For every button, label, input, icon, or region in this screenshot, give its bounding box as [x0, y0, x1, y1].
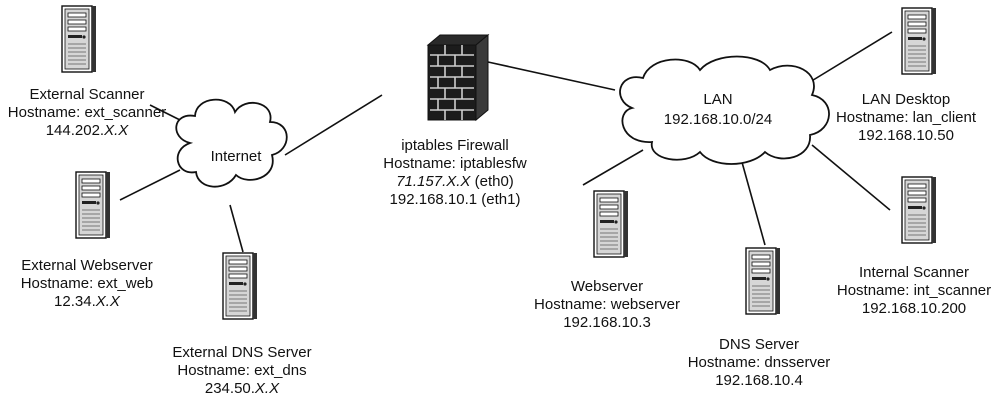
firewall-ext-ip-prefix: 71.157.	[396, 173, 447, 190]
internal-scanner-title: Internal Scanner	[858, 264, 970, 281]
link-lan-intscanner	[811, 144, 891, 211]
external-webserver-node: External Webserver Hostname: ext_web 12.…	[21, 257, 154, 311]
ext-scanner-server-icon	[61, 5, 97, 73]
external-webserver-ip-prefix: 12.34.	[54, 293, 96, 310]
link-internet-firewall	[284, 94, 383, 156]
external-scanner-ip-prefix: 144.202.	[45, 122, 105, 139]
link-webserver-internet	[119, 169, 181, 201]
lan-cloud-icon	[619, 55, 830, 165]
external-scanner-hostname: Hostname: ext_scanner	[7, 104, 167, 121]
external-scanner-title: External Scanner	[29, 86, 145, 103]
external-dns-ip-suffix: X.X	[254, 380, 280, 397]
dns-server-title: DNS Server	[718, 336, 800, 353]
firewall-title: iptables Firewall	[401, 137, 509, 154]
internal-scanner-ip: 192.168.10.200	[861, 300, 967, 317]
firewall-ext-if: (eth0)	[470, 173, 514, 190]
lan-cloud-text: LAN 192.168.10.0/24	[664, 90, 772, 130]
internal-scanner-hostname: Hostname: int_scanner	[836, 282, 992, 299]
dns-server-server-icon	[745, 247, 781, 315]
link-lan-dns	[739, 154, 766, 246]
firewall-ext-ip-suffix: X.X	[446, 173, 471, 190]
lan-label: LAN	[703, 91, 733, 108]
lan-desktop-title: LAN Desktop	[861, 91, 951, 108]
external-dns-node: External DNS Server Hostname: ext_dns 23…	[172, 344, 311, 398]
link-lan-webserver	[582, 149, 644, 186]
link-dns-internet	[229, 204, 244, 253]
external-webserver-title: External Webserver	[21, 257, 153, 274]
webserver-title: Webserver	[570, 278, 644, 295]
lan-desktop-server-icon	[901, 7, 937, 75]
external-dns-ip-prefix: 234.50.	[204, 380, 255, 397]
webserver-ip: 192.168.10.3	[563, 314, 651, 331]
external-dns-hostname: Hostname: ext_dns	[177, 362, 307, 379]
firewall-ext-ip: 71.157.X.X (eth0)	[383, 173, 526, 191]
internet-cloud-icon	[175, 98, 288, 188]
lan-subnet: 192.168.10.0/24	[663, 111, 773, 128]
dns-server-hostname: Hostname: dnsserver	[687, 354, 831, 371]
external-webserver-hostname: Hostname: ext_web	[20, 275, 154, 292]
link-firewall-lan	[487, 61, 616, 91]
brick-firewall-icon	[426, 33, 490, 122]
lan-desktop-hostname: Hostname: lan_client	[835, 109, 977, 126]
external-webserver-ip-suffix: X.X	[95, 293, 120, 310]
external-webserver-ip: 12.34.X.X	[21, 293, 154, 311]
dns-server-ip: 192.168.10.4	[715, 372, 803, 389]
firewall-node: iptables Firewall Hostname: iptablesfw 7…	[383, 137, 526, 209]
internal-scanner-node: Internal Scanner Hostname: int_scanner 1…	[837, 264, 991, 318]
firewall-hostname: Hostname: iptablesfw	[383, 155, 527, 172]
webserver-server-icon	[593, 190, 629, 258]
external-scanner-ip-suffix: X.X	[104, 122, 129, 139]
lan-desktop-node: LAN Desktop Hostname: lan_client 192.168…	[836, 91, 976, 145]
external-scanner-node: External Scanner Hostname: ext_scanner 1…	[8, 86, 166, 140]
firewall-int-ip: 192.168.10.1 (eth1)	[389, 191, 521, 208]
external-dns-ip: 234.50.X.X	[172, 380, 311, 398]
link-lan-desktop	[804, 31, 893, 86]
dns-server-node: DNS Server Hostname: dnsserver 192.168.1…	[688, 336, 831, 390]
internet-label: Internet	[210, 148, 262, 165]
webserver-node: Webserver Hostname: webserver 192.168.10…	[534, 278, 680, 332]
ext-dns-server-icon	[222, 252, 258, 320]
external-scanner-ip: 144.202.X.X	[8, 122, 166, 140]
ext-webserver-server-icon	[75, 171, 111, 239]
lan-desktop-ip: 192.168.10.50	[858, 127, 954, 144]
webserver-hostname: Hostname: webserver	[534, 296, 680, 313]
int-scanner-server-icon	[901, 176, 937, 244]
external-dns-title: External DNS Server	[172, 344, 312, 361]
